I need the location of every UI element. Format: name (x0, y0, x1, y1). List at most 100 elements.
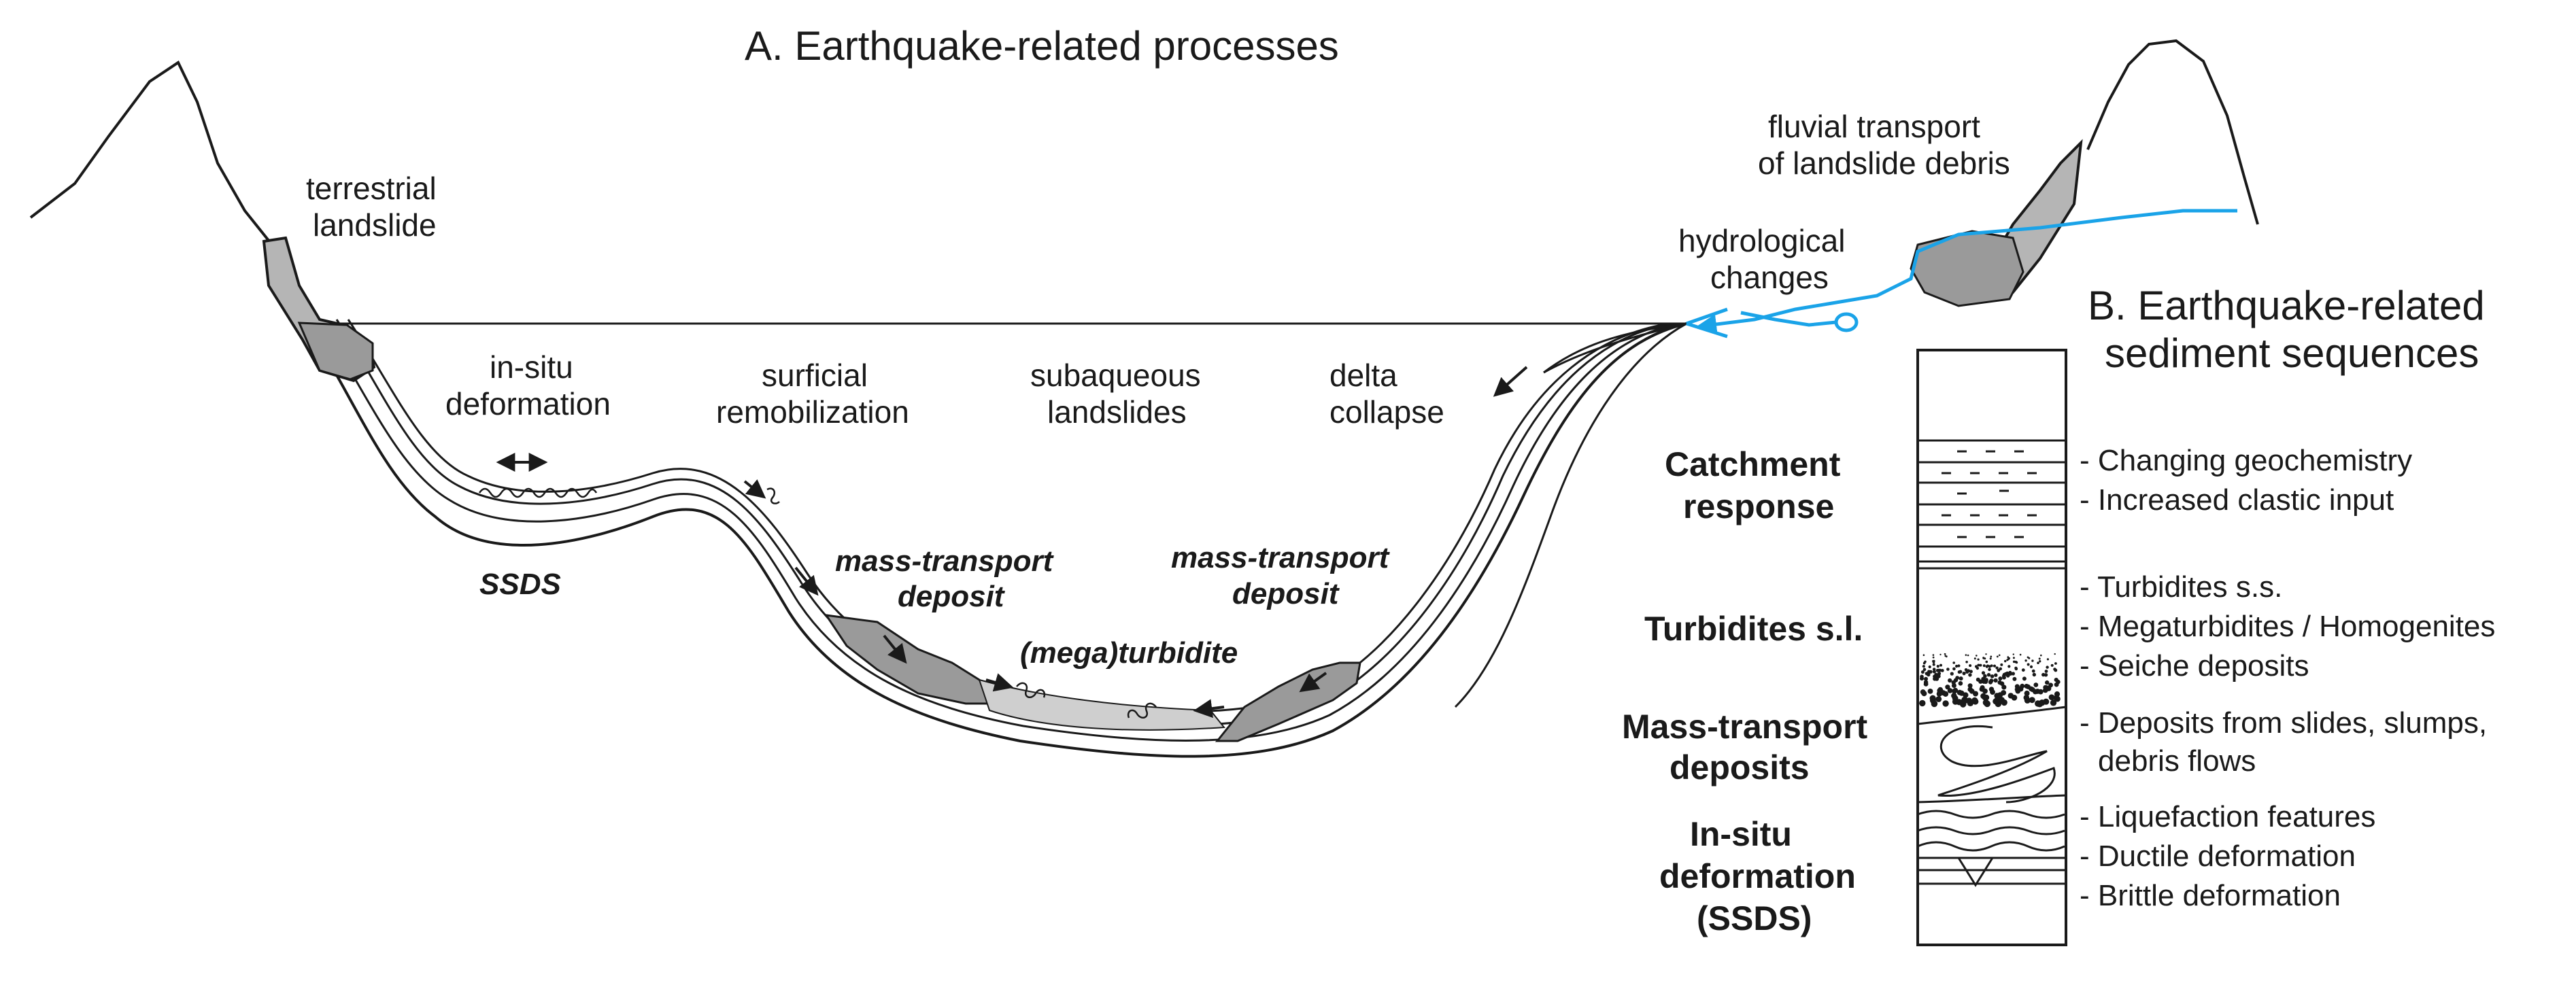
item-insitu-a: - Liquefaction features (2080, 800, 2375, 833)
turbidite-grain (1942, 691, 1949, 697)
turbidite-grain (1925, 672, 1929, 676)
turbidite-grain (1985, 653, 1987, 655)
turbidite-grain (1939, 663, 1942, 667)
turbidite-grain (2012, 653, 2014, 655)
label-mtd-right-1: mass-transport (1171, 541, 1391, 574)
turbidite-grain (1928, 665, 1931, 669)
turbidite-grain (1920, 674, 1924, 679)
label-fluvial-2: of landslide debris (1758, 145, 2010, 181)
turbidite-grain (2040, 654, 2042, 657)
turbidite-grain (1958, 681, 1963, 686)
label-fluvial-1: fluvial transport (1768, 109, 1980, 144)
turbidite-grain (1964, 668, 1968, 672)
turbidite-grain (2054, 691, 2061, 697)
label-mtd-left-2: deposit (898, 580, 1006, 613)
turbidite-grain (2037, 661, 2039, 664)
cat-insitu-3: (SSDS) (1697, 899, 1812, 937)
turbidite-grain (1968, 673, 1972, 677)
turbidite-grain (1967, 687, 1973, 692)
turbidite-grain (2024, 683, 2029, 689)
turbidite-grain (2007, 665, 2011, 668)
turbidite-grain (1945, 685, 1950, 690)
label-delta-2: collapse (1329, 394, 1444, 430)
mtd-top-boundary (1917, 706, 2067, 725)
turbidite-grain (1982, 679, 1986, 684)
column-frame (1916, 349, 2067, 946)
turbidite-grain (1924, 676, 1928, 681)
turbidite-grain (2029, 665, 2033, 669)
label-mtd-left-1: mass-transport (835, 545, 1055, 578)
turbidite-grain (2000, 663, 2003, 666)
turbidite-grain (2032, 672, 2036, 677)
turbidite-grain (1951, 680, 1956, 685)
turbidite-grain (1955, 676, 1960, 680)
turbidite-grain (2029, 686, 2034, 691)
turbidite-grain (1982, 664, 1986, 668)
turbidite-grain (1935, 696, 1942, 702)
turbidite-grain (1957, 664, 1961, 668)
turbidite-grain (1974, 665, 1978, 668)
turbidite-grain (1976, 677, 1980, 682)
turbidite-grain (1986, 673, 1991, 677)
panel-b-title-2: sediment sequences (2105, 330, 2479, 376)
megaturbidite-layer (978, 678, 1225, 731)
turbidite-grain (2037, 689, 2044, 695)
turbidite-grain (2007, 693, 2014, 699)
turbidite-grain (1976, 655, 1978, 657)
turbidite-grain (1983, 674, 1987, 678)
turbidite-grain (2039, 660, 2041, 663)
right-mountain (2086, 39, 2259, 225)
turbidite-grain (1988, 668, 1991, 672)
cat-insitu-2: deformation (1659, 857, 1856, 895)
turbidite-grain (2012, 676, 2017, 681)
turbidite-grain (2008, 672, 2013, 676)
turbidite-grain (1988, 665, 1991, 668)
panel-b-labels: B. Earthquake-related sediment sequences… (1622, 283, 2495, 937)
delta-arrow (1493, 366, 1528, 397)
turbidite-grain (2006, 659, 2009, 661)
turbidite-grain (1989, 678, 1994, 683)
turbidite-grain (1952, 667, 1956, 671)
slope-arrow (794, 566, 819, 596)
turbidite-grain (1965, 654, 1967, 656)
turbidite-grain (1993, 664, 1997, 668)
turbidite-grain (1921, 691, 1927, 697)
turbidite-grain (1952, 661, 1955, 664)
turbidite-grain (2024, 659, 2027, 662)
turbidite-grain (2007, 656, 2010, 659)
item-catchment-a: - Changing geochemistry (2080, 444, 2412, 477)
turbidite-grain (1952, 698, 1959, 705)
turbidite-grain (1996, 655, 1999, 658)
item-turb-a: - Turbidites s.s. (2080, 570, 2282, 604)
turbidite-grain (2033, 689, 2038, 695)
turbidite-arrow-right (1193, 699, 1225, 719)
fluvial-landslide-debris (1910, 230, 2024, 307)
turbidite-grain (1942, 700, 1949, 707)
turbidite-grain (2046, 666, 2049, 669)
turbidite-grain (2002, 675, 2006, 680)
turbidite-grain (1998, 697, 2005, 704)
turbidite-grain (1990, 689, 1995, 695)
label-mtd-right-2: deposit (1232, 577, 1340, 610)
turbidite-grain (1967, 669, 1971, 673)
turbidite-grain (1984, 700, 1990, 708)
turbidite-grain (1969, 664, 1972, 668)
turbidite-grain (2045, 680, 2050, 685)
turbidite-grain (1951, 693, 1957, 699)
turbidite-grain (1947, 688, 1953, 693)
item-turb-c: - Seiche deposits (2080, 649, 2309, 682)
turbidite-grain (1995, 666, 1999, 670)
turbidite-grain (1965, 661, 1968, 663)
panel-a-arrows (496, 366, 1528, 719)
turbidite-grain (1932, 668, 1936, 671)
label-hydro-2: changes (1710, 260, 1829, 295)
turbidite-grain (1922, 654, 1925, 656)
turbidite-grain (1998, 676, 2003, 681)
turbidite-grain (1929, 695, 1936, 702)
panel-b-title-1: B. Earthquake-related (2088, 283, 2485, 328)
turbidite-grain (1937, 672, 1942, 676)
turbidite-grain (1967, 699, 1974, 707)
turbidite-grain (1977, 658, 1980, 661)
